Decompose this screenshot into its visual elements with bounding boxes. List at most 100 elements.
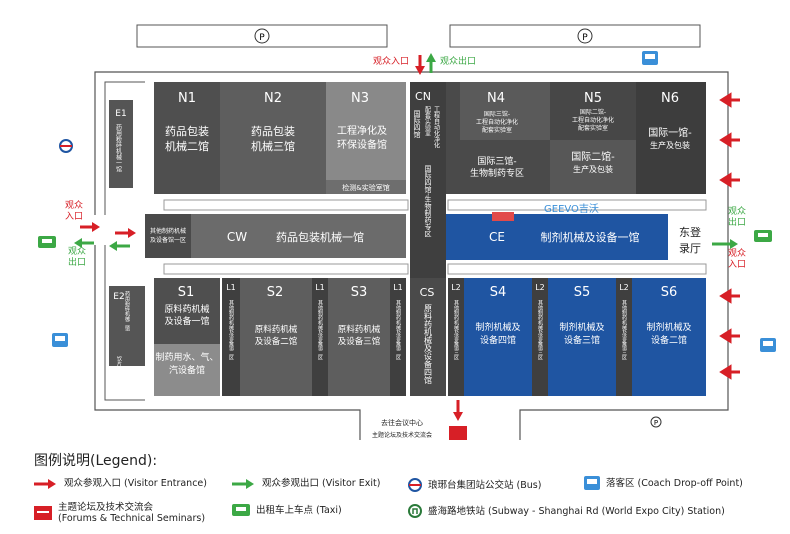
svg-text:主题论坛及技术交流会: 主题论坛及技术交流会 xyxy=(372,431,432,439)
svg-text:其他制药机械: 其他制药机械 xyxy=(150,227,186,235)
hall-l2-c[interactable] xyxy=(616,278,632,396)
forum-icon-map xyxy=(449,426,467,440)
svg-text:观众: 观众 xyxy=(728,248,746,259)
legend-title: 图例说明(Legend): xyxy=(34,453,158,469)
bus-icon xyxy=(408,478,422,492)
hall-n3-lab[interactable] xyxy=(326,180,406,194)
hall-l1-a[interactable] xyxy=(222,278,240,396)
svg-text:配套实验室: 配套实验室 xyxy=(424,106,431,136)
coach-icon xyxy=(584,476,600,490)
hall-cw-side[interactable] xyxy=(145,214,191,258)
top-exit-label: 观众出口 xyxy=(440,55,476,67)
hall-e2[interactable] xyxy=(109,286,145,366)
forum-icon xyxy=(34,506,52,520)
svg-text:工程净化及: 工程净化及 xyxy=(337,124,387,137)
hall-n1[interactable] xyxy=(154,82,220,194)
svg-text:去往会议中心: 去往会议中心 xyxy=(381,418,423,427)
hall-cs-name: 原料药机械及设备四馆 xyxy=(424,304,433,385)
legend-bus: 琅琊台集团站公交站 (Bus) xyxy=(408,478,541,492)
east-entrance-arrows xyxy=(719,92,740,380)
legend-subway: 盛海路地铁站 (Subway - Shanghai Rd (World Expo… xyxy=(408,504,725,518)
venue-outline xyxy=(94,71,729,440)
geevo-booth-label: GEEVO吉沃 xyxy=(544,203,599,215)
hall-cw-code: CW xyxy=(227,230,247,244)
svg-text:制剂机械及: 制剂机械及 xyxy=(646,321,691,333)
svg-text:出口: 出口 xyxy=(728,216,746,228)
hall-n2[interactable] xyxy=(220,82,326,194)
legend-taxi: 出租车上车点 (Taxi) xyxy=(232,504,342,516)
legend-entrance: 观众参观入口 (Visitor Entrance) xyxy=(34,478,207,489)
hall-s1-code: S1 xyxy=(178,285,195,300)
venue-map: P P 观众入口 观众出口 N1 药品包装 机械二馆 N2 药品包装 机械三馆 … xyxy=(38,24,776,440)
hall-cn-main: 国际四馆-生物制药专区 xyxy=(424,165,432,238)
hall-s1-water[interactable] xyxy=(154,344,220,396)
hall-cw-name: 药品包装机械一馆 xyxy=(276,230,364,244)
svg-text:及设备三馆: 及设备三馆 xyxy=(338,336,381,347)
hall-cs[interactable] xyxy=(410,278,446,396)
svg-text:L2: L2 xyxy=(619,283,629,292)
svg-text:L2: L2 xyxy=(535,283,545,292)
svg-text:制剂机械及: 制剂机械及 xyxy=(475,321,520,333)
svg-text:环保设备馆: 环保设备馆 xyxy=(337,138,387,151)
hall-s5-code: S5 xyxy=(574,285,591,300)
svg-text:其他制药机械及设备馆三区: 其他制药机械及设备馆三区 xyxy=(621,300,627,360)
geevo-booth[interactable] xyxy=(492,212,514,221)
hall-s3-code: S3 xyxy=(351,285,368,300)
hall-n3[interactable] xyxy=(326,82,406,194)
hall-e2-name: 药用粉碎机械二馆 xyxy=(124,290,130,332)
hall-n3-sub: 检测&实验室馆 xyxy=(342,183,389,192)
hall-l2-a[interactable] xyxy=(448,278,464,396)
hall-n1-name-line1: 药品包装 xyxy=(165,125,209,138)
svg-text:东登: 东登 xyxy=(679,225,701,239)
hall-n5-code: N5 xyxy=(584,91,602,106)
hall-l2-b[interactable] xyxy=(532,278,548,396)
svg-text:其他制药机械及设备馆三区: 其他制药机械及设备馆三区 xyxy=(537,300,543,360)
hall-ce-name: 制剂机械及设备一馆 xyxy=(541,230,640,244)
svg-text:其他制药机械及设备馆二区: 其他制药机械及设备馆二区 xyxy=(228,300,234,360)
hall-cn[interactable] xyxy=(410,82,446,278)
hall-l1-b[interactable] xyxy=(312,278,328,396)
svg-text:设备四馆: 设备四馆 xyxy=(480,334,516,346)
parking-label-east: P xyxy=(582,33,588,43)
svg-text:L2: L2 xyxy=(451,283,461,292)
hall-cw[interactable] xyxy=(191,214,406,258)
svg-text:及设备一馆: 及设备一馆 xyxy=(164,315,209,327)
svg-text:配套实验室: 配套实验室 xyxy=(578,124,608,132)
hall-n2-code: N2 xyxy=(264,91,282,106)
svg-text:原料药机械: 原料药机械 xyxy=(338,324,381,335)
legend-coach: 落客区 (Coach Drop-off Point) xyxy=(584,476,743,490)
parking-label-west: P xyxy=(259,33,265,43)
hall-n6[interactable] xyxy=(636,82,706,194)
svg-text:工程自动化净化: 工程自动化净化 xyxy=(433,106,440,149)
hall-s6-code: S6 xyxy=(661,285,678,300)
exit-arrow-icon xyxy=(232,478,254,489)
legend-forum: 主题论坛及技术交流会 (Forums & Technical Seminars) xyxy=(34,502,205,524)
entrance-arrow-icon xyxy=(34,478,56,489)
svg-text:出口: 出口 xyxy=(68,256,86,268)
hall-s5[interactable] xyxy=(548,278,616,396)
parking-icon-west xyxy=(254,28,270,44)
hall-s3[interactable] xyxy=(328,278,390,396)
svg-text:观众: 观众 xyxy=(65,200,83,211)
hall-s6[interactable] xyxy=(632,278,706,396)
east-lobby[interactable] xyxy=(668,220,710,260)
hall-s4[interactable] xyxy=(464,278,532,396)
svg-text:生产及包装: 生产及包装 xyxy=(573,164,613,174)
top-entrance-label: 观众入口 xyxy=(373,56,409,67)
svg-text:国际二馆-: 国际二馆- xyxy=(571,150,615,163)
svg-text:制药用水、气、: 制药用水、气、 xyxy=(155,351,218,363)
legend-exit: 观众参观出口 (Visitor Exit) xyxy=(232,478,380,489)
svg-text:其他制药机械及设备馆三区: 其他制药机械及设备馆三区 xyxy=(453,300,459,360)
svg-text:录厅: 录厅 xyxy=(679,242,701,255)
svg-text:及设备馆一区: 及设备馆一区 xyxy=(150,236,186,244)
hall-n3-code: N3 xyxy=(351,91,369,106)
svg-text:原料药机械: 原料药机械 xyxy=(164,303,209,315)
hall-ce[interactable] xyxy=(446,214,668,260)
hall-l1-c[interactable] xyxy=(390,278,406,396)
hall-s2[interactable] xyxy=(240,278,312,396)
svg-text:其他制药机械及设备馆二区: 其他制药机械及设备馆二区 xyxy=(317,300,323,360)
hall-e1-code: E1 xyxy=(115,109,126,119)
hall-e1[interactable] xyxy=(109,100,133,188)
hall-s1[interactable] xyxy=(154,278,220,344)
svg-text:制剂机械及: 制剂机械及 xyxy=(559,321,604,333)
